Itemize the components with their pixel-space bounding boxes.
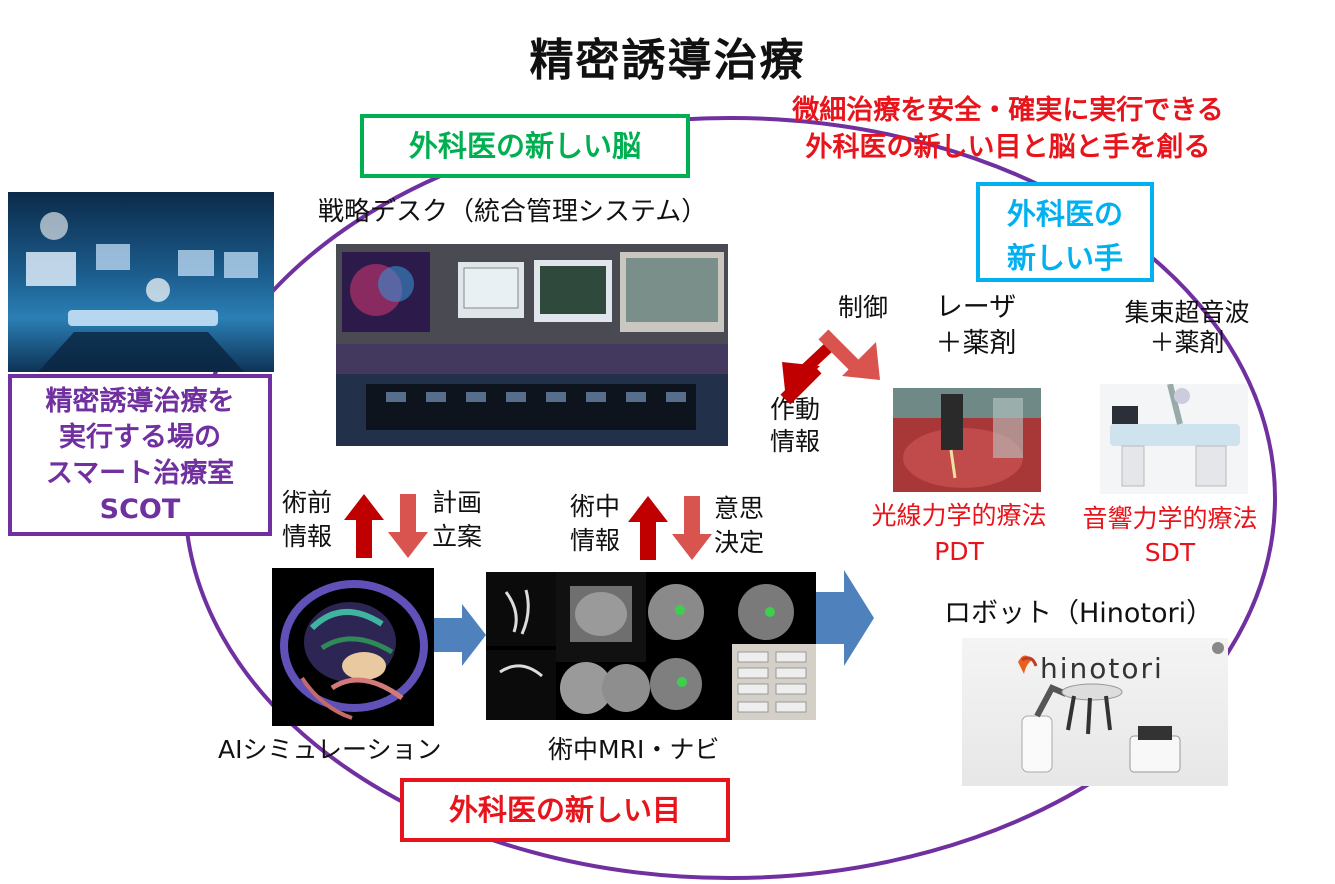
slogan: 微細治療を安全・確実に実行できる 外科医の新しい目と脳と手を創る (748, 92, 1268, 166)
ai-simulation-label: AIシミュレーション (218, 734, 441, 766)
hinotori-robot-photo: hinotori (962, 638, 1228, 786)
page-title: 精密誘導治療 (0, 24, 1335, 88)
control-feedback-arrows (780, 318, 890, 408)
preop-plan-arrows (344, 494, 428, 558)
ai-simulation-brain-image (272, 568, 434, 726)
new-hand-label: 外科医の 新しい手 (976, 182, 1154, 282)
hinotori-logo: hinotori (1040, 652, 1164, 685)
laser-label: レーザ ＋薬剤 (922, 290, 1030, 362)
flow-arrow-mri-to-robot (816, 570, 874, 666)
pdt-laser-photo (893, 388, 1041, 492)
pdt-label: 光線力学的療法 PDT (848, 498, 1070, 570)
scot-label: 精密誘導治療を 実行する場の スマート治療室 SCOT (8, 374, 272, 536)
robot-label: ロボット（Hinotori） (944, 598, 1213, 630)
new-brain-label: 外科医の新しい脳 (360, 114, 690, 178)
intraop-info-label: 術中 情報 (570, 490, 620, 558)
preop-info-label: 術前 情報 (282, 486, 332, 554)
slogan-line-1: 微細治療を安全・確実に実行できる (748, 92, 1268, 129)
smart-operating-room-photo (8, 192, 274, 372)
sdt-label: 音響力学的療法 SDT (1070, 502, 1270, 570)
mri-navigation-image (486, 572, 816, 720)
new-eye-label: 外科医の新しい目 (400, 778, 730, 842)
strategy-desk-label: 戦略デスク（統合管理システム） (318, 196, 707, 228)
ultrasound-label: 集束超音波 ＋薬剤 (1104, 298, 1270, 358)
strategy-desk-photo (336, 244, 728, 446)
sdt-ultrasound-photo (1100, 384, 1248, 494)
planning-label: 計画 立案 (432, 486, 482, 554)
slogan-line-2: 外科医の新しい目と脳と手を創る (748, 129, 1268, 166)
decision-label: 意思 決定 (714, 492, 764, 560)
mri-navigation-label: 術中MRI・ナビ (548, 734, 719, 766)
flow-arrow-ai-to-mri (434, 604, 486, 666)
intraop-decision-arrows (628, 496, 712, 560)
